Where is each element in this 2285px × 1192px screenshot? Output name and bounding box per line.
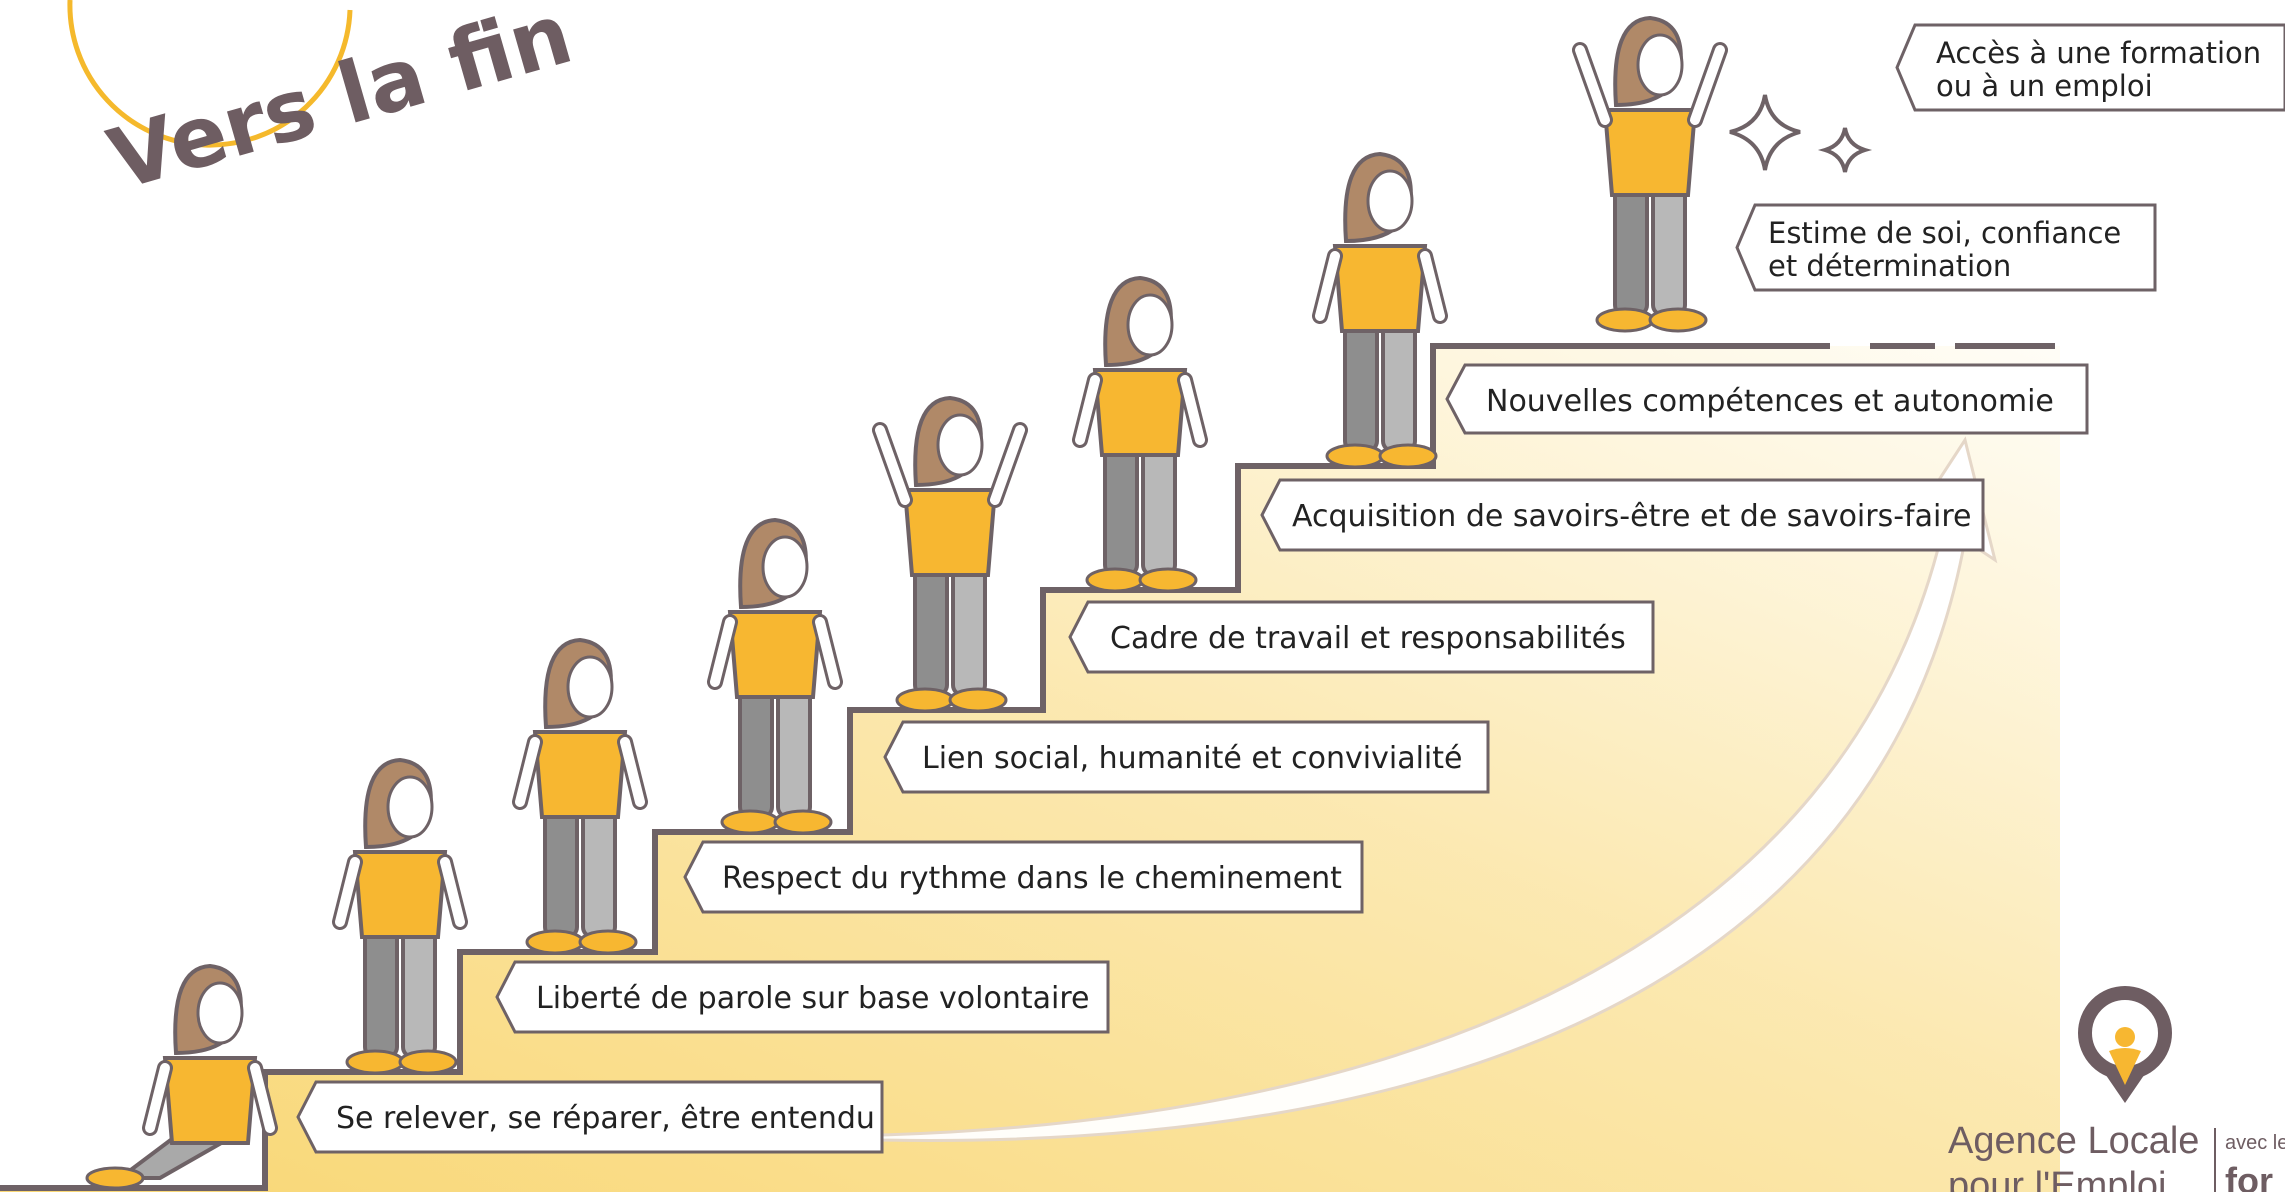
logo-name-line1: Agence Locale	[1948, 1120, 2200, 1162]
logo-divider	[2214, 1128, 2216, 1192]
callout-access: Accès à une formation ou à un emploi	[1936, 37, 2261, 103]
top-circle-arc	[67, 0, 353, 148]
callout-confidence-line1: Estime de soi, confiance	[1768, 216, 2122, 250]
person-figure-7	[1312, 151, 1448, 469]
sparkle-large-icon	[1729, 94, 1801, 171]
box-step-6	[1260, 478, 1985, 552]
callout-confidence-line2: et détermination	[1768, 249, 2012, 283]
step-label-2: Liberté de parole sur base volontaire	[536, 981, 1090, 1016]
box-step-1	[296, 1080, 884, 1154]
box-step-5	[1068, 600, 1655, 674]
logo-pin-icon	[2078, 986, 2172, 1103]
step-label-4: Lien social, humanité et convivialité	[922, 741, 1463, 776]
box-step-2	[495, 960, 1110, 1034]
box-callout-access	[1895, 23, 2285, 112]
person-figure-6	[1072, 275, 1208, 593]
person-figure-2	[332, 757, 468, 1075]
box-step-4	[883, 720, 1490, 794]
step-label-3: Respect du rythme dans le cheminement	[722, 861, 1342, 896]
growth-arrow	[878, 436, 1998, 1142]
logo-partner-name: for	[2225, 1160, 2273, 1192]
person-figure-3	[512, 637, 648, 955]
step-label-6: Acquisition de savoirs-être et de savoir…	[1292, 499, 1972, 534]
person-figure-1	[85, 963, 278, 1190]
person-figure-8	[1572, 15, 1728, 333]
logo-name-line2: pour l'Emploi	[1948, 1165, 2167, 1192]
box-callout-confidence	[1735, 203, 2157, 292]
callout-confidence: Estime de soi, confiance et déterminatio…	[1768, 217, 2121, 283]
box-step-7	[1445, 363, 2089, 435]
person-figure-5	[872, 395, 1028, 713]
person-figure-4	[707, 517, 843, 835]
logo-partner-prefix: avec le	[2225, 1132, 2285, 1154]
step-label-1: Se relever, se réparer, être entendu	[336, 1101, 875, 1136]
callout-access-line1: Accès à une formation	[1936, 36, 2262, 70]
box-step-3	[683, 840, 1364, 914]
callout-access-line2: ou à un emploi	[1936, 69, 2153, 103]
step-label-5: Cadre de travail et responsabilités	[1110, 621, 1626, 656]
title-text: Vers la fin	[99, 0, 582, 209]
step-label-7: Nouvelles compétences et autonomie	[1486, 384, 2054, 419]
sparkle-small-icon	[1817, 127, 1873, 173]
